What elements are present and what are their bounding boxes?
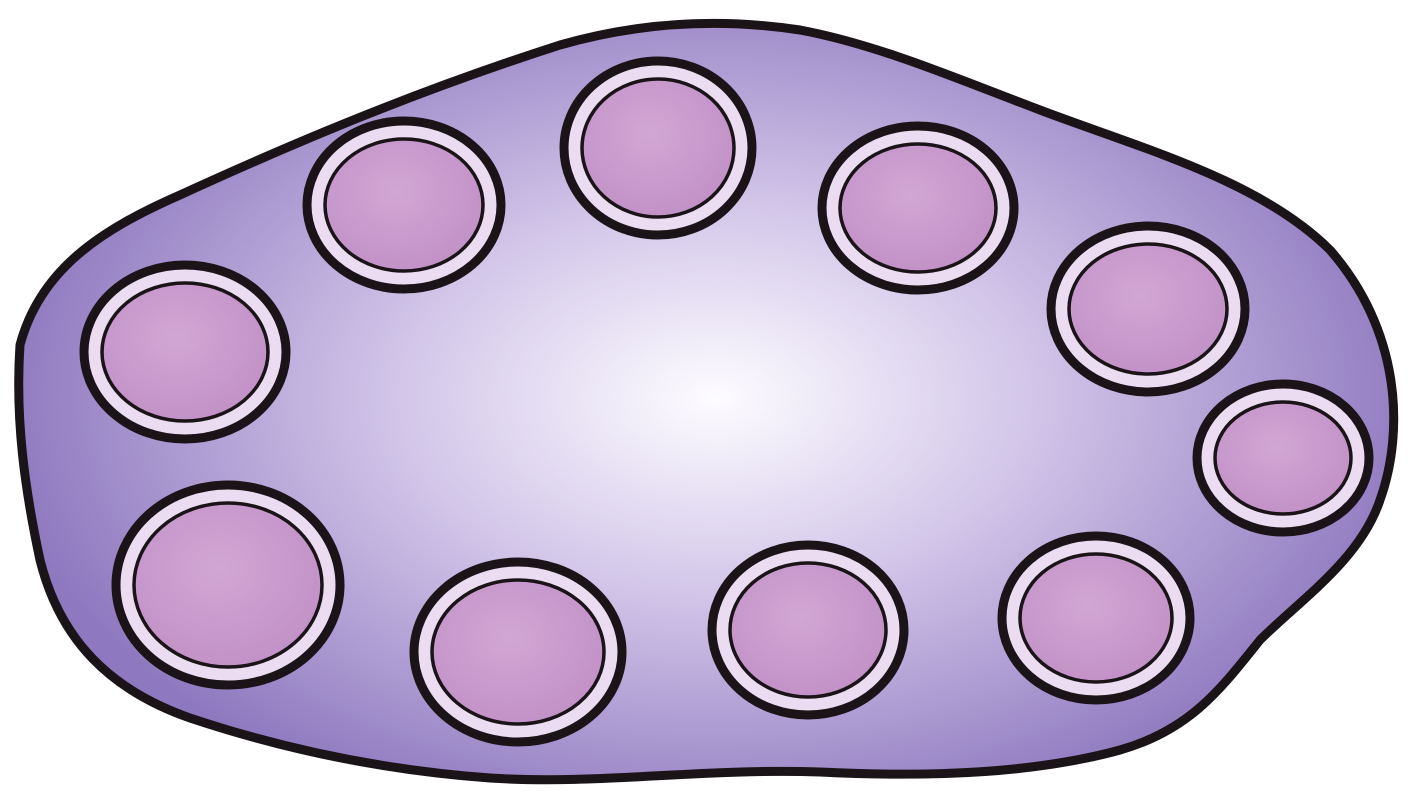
ring-structure [712, 545, 904, 715]
ring-structure [822, 126, 1014, 290]
ring-core [102, 283, 268, 421]
ring-structure [1197, 384, 1369, 532]
ring-structure [84, 265, 286, 439]
ring-structure [564, 61, 752, 235]
ring-structure [1051, 226, 1245, 392]
ring-core [432, 580, 604, 724]
ring-structure [1002, 536, 1190, 700]
ring-core [840, 144, 996, 272]
ring-core [1020, 554, 1172, 682]
ring-core [1069, 244, 1227, 374]
ring-structure [414, 562, 622, 742]
ring-core [582, 79, 734, 217]
ring-core [730, 563, 886, 697]
ring-structure [307, 121, 501, 289]
ring-core [134, 503, 322, 667]
ring-core [325, 139, 483, 271]
ring-core [1215, 402, 1351, 514]
ring-structure [116, 485, 340, 685]
